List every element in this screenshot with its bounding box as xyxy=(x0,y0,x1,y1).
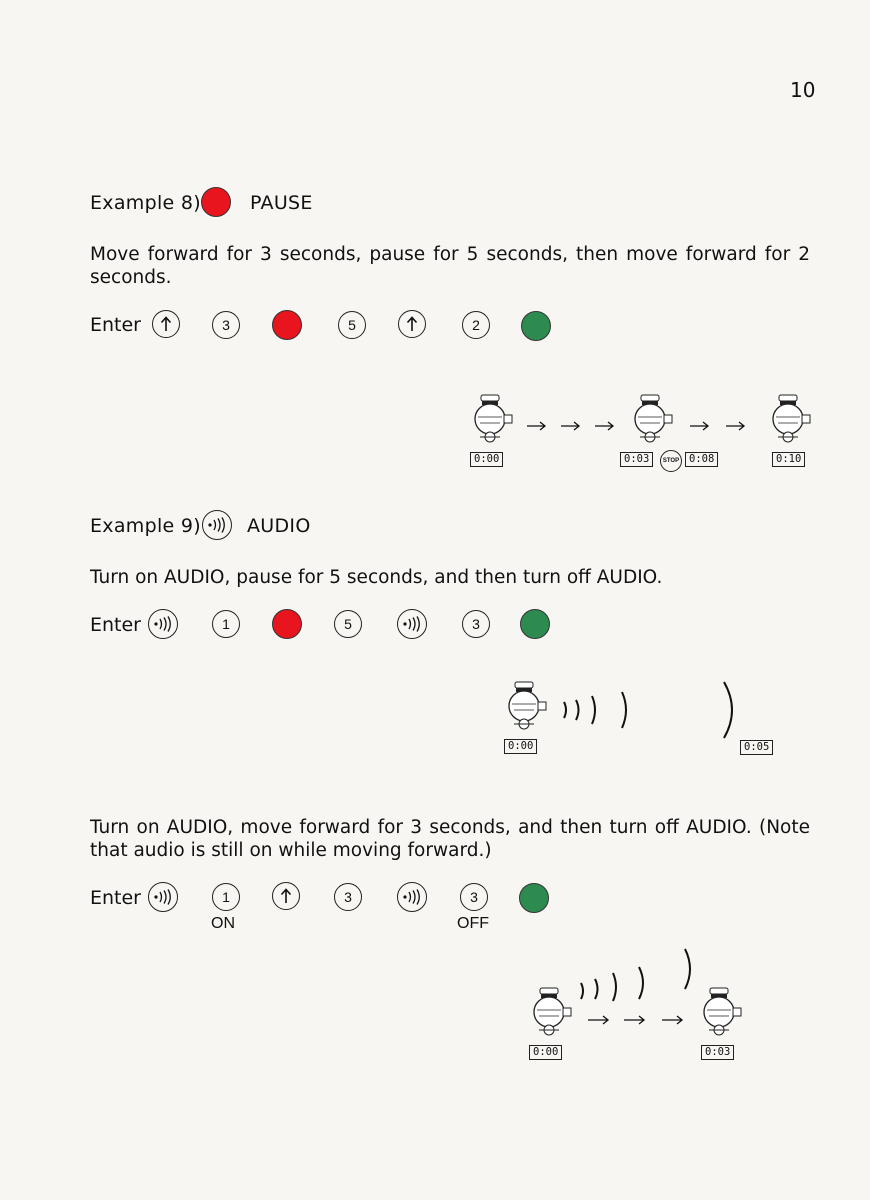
audio-key-icon xyxy=(148,609,178,639)
forward-arrow-key-icon xyxy=(272,882,300,910)
stop-sign-icon: STOP xyxy=(660,450,682,472)
example-8-enter-label: Enter xyxy=(90,314,141,336)
audio-key-icon xyxy=(397,609,427,639)
sound-wave-icon xyxy=(558,680,758,740)
robot-icon xyxy=(525,986,575,1042)
pause-icon xyxy=(201,187,231,217)
pause-key-icon xyxy=(272,310,302,340)
pause-key-icon xyxy=(272,609,302,639)
number-key: 1 xyxy=(212,883,240,911)
robot-icon xyxy=(764,393,814,449)
go-key-icon xyxy=(520,609,550,639)
audio-icon xyxy=(202,510,232,540)
example-9-enter-label: Enter xyxy=(90,614,141,636)
timer-label: 0:10 xyxy=(772,452,805,467)
robot-icon xyxy=(695,986,745,1042)
example-9-description: Turn on AUDIO, pause for 5 seconds, and … xyxy=(90,566,810,589)
number-key: 1 xyxy=(212,610,240,638)
arrow-icon xyxy=(690,420,750,432)
number-key: 2 xyxy=(462,311,490,339)
robot-icon xyxy=(626,393,676,449)
number-key: 5 xyxy=(334,610,362,638)
timer-label: 0:05 xyxy=(740,740,773,755)
number-key: 3 xyxy=(212,311,240,339)
timer-label: 0:00 xyxy=(529,1045,562,1060)
example-8-title: Example 8) xyxy=(90,192,201,214)
timer-label: 0:03 xyxy=(620,452,653,467)
timer-label: 0:08 xyxy=(685,452,718,467)
audio-key-icon xyxy=(397,882,427,912)
number-key: 3 xyxy=(460,883,488,911)
forward-arrow-key-icon xyxy=(152,310,180,338)
forward-arrow-key-icon xyxy=(398,310,426,338)
number-key: 5 xyxy=(338,311,366,339)
number-key: 3 xyxy=(462,610,490,638)
number-key: 3 xyxy=(334,883,362,911)
timer-label: 0:00 xyxy=(504,739,537,754)
robot-icon xyxy=(466,393,516,449)
example-9-label: AUDIO xyxy=(247,515,311,537)
robot-icon xyxy=(500,680,550,736)
off-label: OFF xyxy=(457,915,489,933)
timer-label: 0:00 xyxy=(470,452,503,467)
go-key-icon xyxy=(521,311,551,341)
example-9-title: Example 9) xyxy=(90,515,201,537)
sound-wave-icon xyxy=(575,945,705,1005)
timer-label: 0:03 xyxy=(701,1045,734,1060)
example-9b-description: Turn on AUDIO, move forward for 3 second… xyxy=(90,816,810,862)
go-key-icon xyxy=(519,883,549,913)
example-8-description: Move forward for 3 seconds, pause for 5 … xyxy=(90,243,810,289)
on-label: ON xyxy=(211,915,235,933)
page-number: 10 xyxy=(790,78,815,102)
arrow-icon xyxy=(527,420,617,432)
arrow-icon xyxy=(588,1014,688,1026)
example-9b-enter-label: Enter xyxy=(90,887,141,909)
audio-key-icon xyxy=(148,882,178,912)
example-8-label: PAUSE xyxy=(250,192,313,214)
